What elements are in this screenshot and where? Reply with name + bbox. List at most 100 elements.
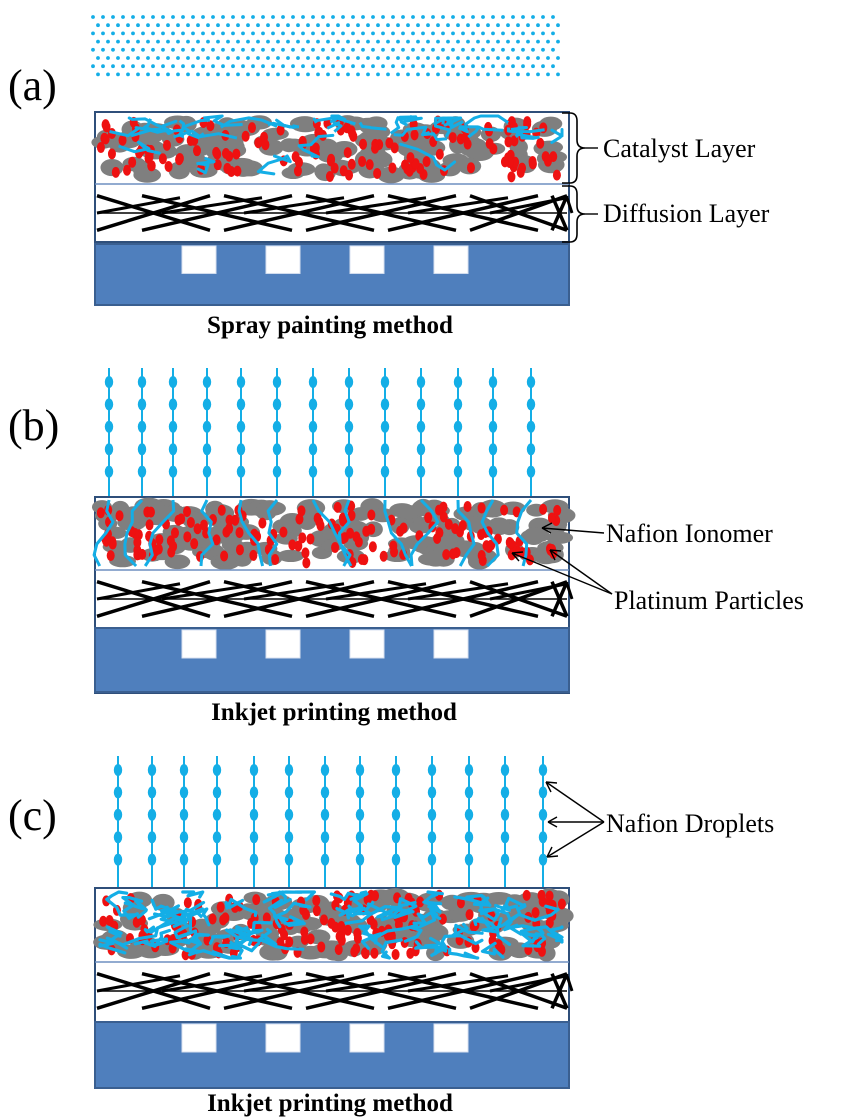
nafion-strand [344,905,403,925]
platinum-particle [306,933,315,945]
spray-droplet [391,31,395,36]
gas-channel [433,1023,469,1053]
platinum-particle [147,160,156,172]
platinum-particle [220,550,229,562]
spray-droplet [256,56,260,60]
spray-droplet [266,72,270,77]
spray-droplet [471,64,475,69]
nafion-strand [106,925,129,950]
nafion-strand [510,126,537,140]
nafion-droplet [391,808,401,821]
spray-droplet [161,64,165,69]
spray-droplet [191,15,195,19]
spray-droplet [531,15,535,19]
spray-droplet [416,23,420,28]
platinum-particle [337,934,346,946]
spray-droplet [121,64,125,69]
platinum-particle [442,549,451,561]
platinum-particle [485,138,494,150]
nafion-droplet [308,443,318,456]
spray-droplet [551,15,555,19]
spray-droplet [521,47,525,52]
spray-droplet [136,56,140,60]
spray-droplet [151,31,155,36]
platinum-particle [424,512,433,524]
platinum-particle [293,165,302,177]
spray-droplet [166,56,170,60]
spray-droplet [126,23,130,28]
nafion-droplet [538,853,548,866]
platinum-particle [360,554,369,566]
nafion-droplet [453,443,463,456]
spray-droplet [366,39,370,44]
nafion-droplet [308,420,318,433]
spray-droplet [196,39,200,44]
nafion-droplet [137,465,147,478]
nafion-droplet [355,853,365,866]
nafion-strand [262,890,292,909]
nafion-strand [199,499,215,567]
spray-droplet [366,23,370,28]
nafion-droplet [202,420,212,433]
platinum-particle [325,170,334,182]
spray-droplet [166,23,170,28]
nafion-droplet [453,420,463,433]
platinum-particle [553,504,562,516]
spray-droplet [321,47,325,52]
spray-droplet [181,31,185,36]
spray-droplet [446,72,450,77]
spray-droplet [386,56,390,60]
spray-droplet [436,56,440,60]
nafion-strand [123,899,148,919]
spray-droplet [111,64,115,69]
spray-droplet [311,64,315,69]
platinum-particle [536,137,545,149]
platinum-particle [373,167,382,179]
nafion-strand [358,121,387,131]
spray-droplet [351,47,355,52]
spray-droplet [486,72,490,77]
spray-droplet [436,39,440,44]
nafion-droplet [488,443,498,456]
panel-a-label: (a) [8,61,57,110]
platinum-particle [339,165,348,177]
nafion-droplet [249,831,259,844]
nafion-droplet [104,376,114,388]
spray-droplet [476,56,480,60]
spray-droplet [151,15,155,19]
spray-droplet [496,56,500,60]
nafion-strand [389,116,405,135]
nafion-ionomer-label: Nafion Ionomer [606,519,773,548]
platinum-particle [232,148,241,160]
panel-a-caption: Spray painting method [207,312,453,339]
spray-droplet [96,56,100,60]
nafion-strand [412,907,439,925]
spray-droplet [206,23,210,28]
platinum-particle [455,526,464,538]
nafion-droplet [500,786,510,799]
spray-droplet [501,15,505,19]
nafion-droplet [179,764,189,776]
spray-droplet [366,72,370,77]
nafion-droplet [526,465,536,478]
nafion-droplet [212,808,222,821]
platinum-particle [115,510,124,522]
panel-b-label: (b) [8,401,59,450]
spray-droplet [271,64,275,69]
platinum-particle [346,527,355,539]
platinum-particle [537,945,546,957]
spray-droplet [416,72,420,77]
nafion-droplet [427,831,437,844]
nafion-strand [203,114,243,127]
spray-droplet [121,31,125,36]
nafion-strand [165,905,188,922]
spray-droplet [181,15,185,19]
spray-droplet [261,31,265,36]
platinum-particle [327,153,336,165]
spray-droplet [266,56,270,60]
spray-droplet [251,64,255,69]
nafion-droplet [464,764,474,776]
spray-droplet [381,64,385,69]
platinum-particle [557,898,566,910]
platinum-particle [487,539,496,551]
